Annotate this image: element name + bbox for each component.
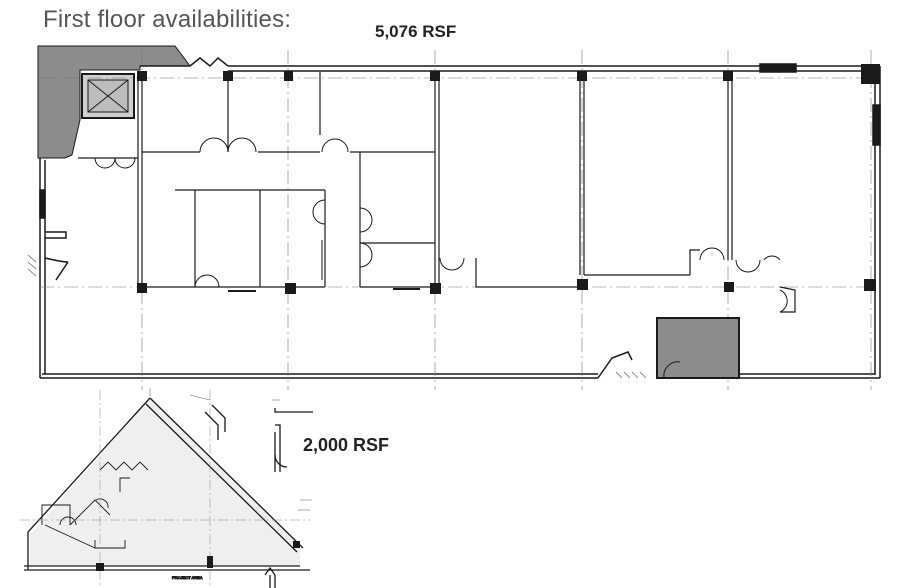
interior-walls [78, 72, 796, 313]
project-area-note: PROJECT AREA [172, 575, 203, 580]
secondary-plan-area-label: 2,000 RSF [303, 435, 390, 455]
shaded-core-area [37, 45, 191, 159]
main-floor-plan [27, 45, 881, 390]
exterior-wall-bottom [40, 351, 880, 379]
elevator-symbol [81, 73, 135, 119]
secondary-floor-plan: PROJECT AREA [20, 388, 313, 588]
triangular-suite-walls [24, 397, 310, 571]
triangular-suite-columns [96, 541, 300, 571]
hatched-wall-sections [27, 254, 647, 379]
door-swings [94, 137, 788, 379]
triangular-suite-partitions [41, 461, 149, 549]
page-heading: First floor availabilities: [43, 6, 292, 33]
triangular-suite-grid-lines [20, 390, 310, 585]
exterior-wall-right [872, 66, 881, 378]
triangular-suite-area [30, 398, 300, 566]
glazing [228, 240, 420, 292]
exterior-wall-left [39, 158, 69, 378]
adjacent-walls [204, 404, 313, 588]
structural-columns [137, 64, 880, 294]
exterior-wall-top [140, 56, 880, 73]
dimension-ticks [149, 388, 312, 511]
shaded-room [656, 317, 740, 379]
main-plan-area-label: 5,076 RSF [375, 22, 457, 41]
grid-lines [40, 50, 880, 390]
